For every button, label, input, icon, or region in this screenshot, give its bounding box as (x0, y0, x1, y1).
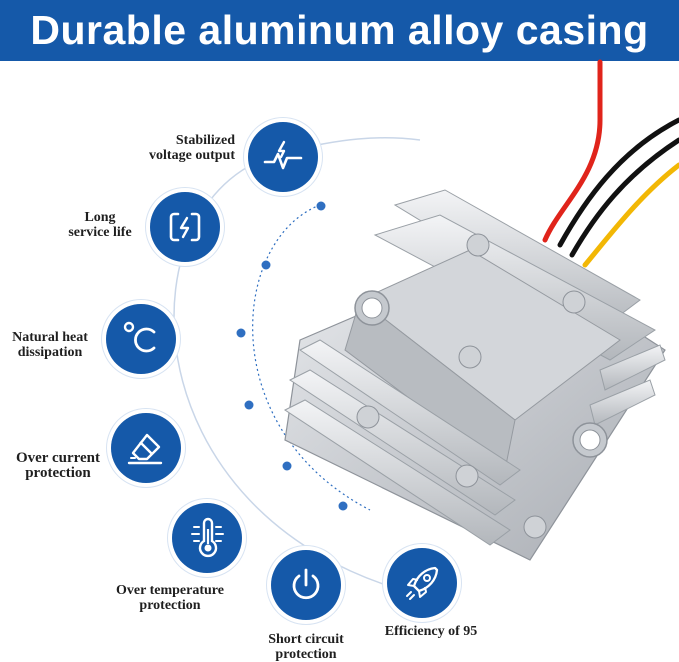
rocket-icon (406, 566, 439, 600)
recycle-battery-icon (169, 212, 201, 242)
feature-efficiency (387, 548, 457, 618)
wires (542, 59, 679, 268)
outer-arc (173, 152, 421, 596)
feature-voltage (248, 122, 318, 192)
arc-dots (236, 201, 348, 511)
top-banner: Durable aluminum alloy casing (0, 0, 679, 61)
feature-short-circuit (271, 550, 341, 620)
feature-label-efficiency: Efficiency of 95 (384, 624, 478, 639)
celsius-icon (123, 321, 156, 353)
thermometer-icon (191, 517, 224, 558)
banner-title: Durable aluminum alloy casing (30, 7, 649, 53)
feature-heat (106, 304, 176, 374)
module-body (284, 189, 666, 561)
feature-service-life (150, 192, 220, 262)
feature-over-current (111, 413, 181, 483)
inner-arc (252, 204, 371, 511)
feature-over-temperature (172, 503, 242, 573)
eraser-icon (127, 433, 163, 465)
voltage-wave-icon (263, 140, 303, 170)
power-icon (292, 568, 320, 600)
